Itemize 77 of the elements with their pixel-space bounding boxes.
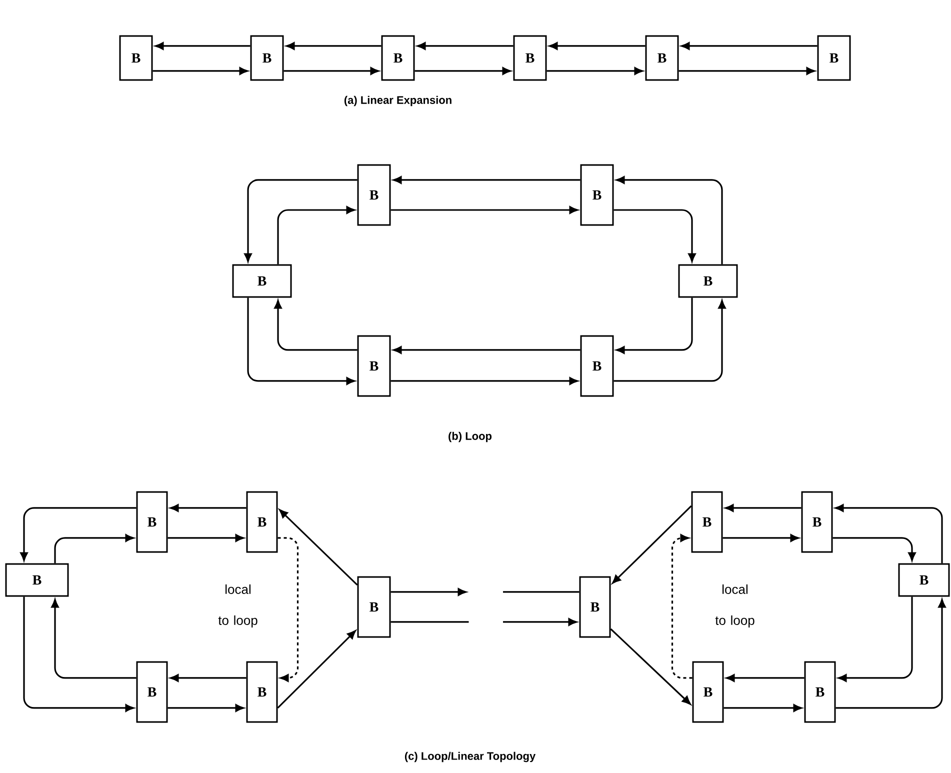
arrow — [390, 377, 578, 385]
annotation-text: local to loop — [715, 584, 754, 628]
block-box: B — [357, 335, 391, 397]
arrow — [284, 67, 380, 75]
arrow — [546, 67, 644, 75]
arrow — [20, 507, 136, 561]
arrow — [614, 300, 726, 382]
arrow — [836, 598, 946, 709]
arrow — [612, 505, 692, 584]
arrow — [277, 206, 356, 264]
arrow — [414, 67, 512, 75]
arrow — [54, 534, 134, 564]
annotation-text: local to loop — [218, 584, 258, 628]
arrow — [170, 504, 246, 512]
arrow — [390, 206, 578, 214]
block-box: B — [5, 563, 69, 597]
block-box: B — [246, 661, 278, 723]
block-box: B — [678, 264, 738, 298]
arrow — [274, 300, 358, 351]
arrow — [722, 534, 800, 542]
block-box: B — [645, 35, 679, 81]
connector-line — [390, 621, 469, 623]
block-box: B — [246, 491, 278, 553]
arrow — [170, 674, 246, 682]
arrow — [616, 298, 693, 354]
block-box: B — [513, 35, 547, 81]
block-box: B — [357, 164, 391, 226]
block-box: B — [580, 164, 614, 226]
figure-caption: (c) Loop/Linear Topology — [404, 752, 536, 762]
arrow — [725, 504, 802, 512]
arrow — [616, 176, 723, 264]
arrow — [247, 298, 356, 385]
block-box: B — [357, 576, 391, 638]
block-box: B — [250, 35, 284, 81]
arrow — [286, 42, 382, 50]
arrow — [503, 618, 577, 626]
block-box: B — [136, 491, 168, 553]
arrow — [277, 630, 356, 709]
arrow — [51, 598, 136, 679]
arrow — [279, 509, 358, 586]
block-box: B — [119, 35, 153, 81]
arrow — [168, 704, 244, 712]
block-box: B — [692, 661, 724, 723]
connector-line — [503, 591, 580, 593]
dashed-arrow — [671, 534, 692, 679]
block-box: B — [232, 264, 292, 298]
arrow — [168, 534, 244, 542]
arrow — [417, 42, 514, 50]
block-box: B — [801, 491, 833, 553]
arrow — [614, 209, 696, 262]
block-box: B — [381, 35, 415, 81]
block-box: B — [817, 35, 851, 81]
figure-caption: (b) Loop — [448, 432, 492, 442]
arrow — [835, 504, 943, 564]
figure-caption: (a) Linear Expansion — [344, 96, 452, 106]
block-box: B — [691, 491, 723, 553]
arrow — [678, 67, 816, 75]
block-box: B — [898, 563, 950, 597]
block-box: B — [804, 661, 836, 723]
block-box: B — [580, 335, 614, 397]
arrow — [832, 537, 916, 561]
arrow — [838, 596, 913, 682]
arrow — [155, 42, 250, 50]
arrow — [681, 42, 818, 50]
arrow — [23, 596, 134, 712]
dashed-arrow — [278, 537, 299, 682]
arrow — [610, 628, 691, 705]
block-box: B — [579, 576, 611, 638]
arrow — [244, 179, 358, 262]
arrow — [724, 704, 802, 712]
arrow — [152, 67, 248, 75]
block-box: B — [136, 661, 168, 723]
arrow — [726, 674, 804, 682]
arrow — [393, 346, 580, 354]
arrow — [549, 42, 646, 50]
arrow — [393, 176, 580, 184]
arrow — [390, 588, 467, 596]
